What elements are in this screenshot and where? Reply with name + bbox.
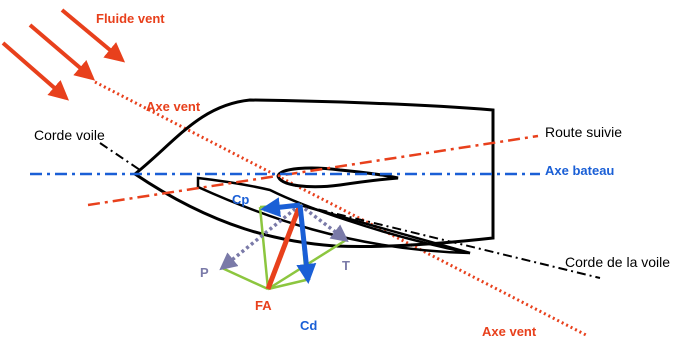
wind-arrows <box>1 8 126 101</box>
wind-arrow-3 <box>1 41 70 101</box>
sail-chord-segment <box>299 203 471 255</box>
wind-arrow-1 <box>60 8 126 63</box>
label-p: P <box>200 265 209 280</box>
p-arrow <box>219 203 302 271</box>
t-arrow <box>298 203 349 243</box>
label-fluide-vent: Fluide vent <box>96 11 165 26</box>
corde-voile-line <box>99 142 141 171</box>
cd-arrow <box>296 204 317 284</box>
hull-outline <box>132 98 495 249</box>
corde-de-la-voile-line <box>299 204 601 279</box>
label-corde-de-la-voile: Corde de la voile <box>565 254 670 270</box>
label-axe-vent-bottom: Axe vent <box>482 324 537 339</box>
label-t: T <box>342 258 350 273</box>
label-cp: Cp <box>232 192 249 207</box>
axe-vent-line <box>94 80 589 338</box>
label-route-suivie: Route suivie <box>545 124 622 140</box>
label-corde-voile: Corde voile <box>34 127 105 143</box>
wind-arrow-2 <box>28 23 96 81</box>
keel-foil <box>276 166 399 189</box>
label-axe-vent-top: Axe vent <box>146 99 201 114</box>
label-cd: Cd <box>300 318 317 333</box>
fa-arrow <box>265 204 303 290</box>
label-axe-bateau: Axe bateau <box>545 163 614 178</box>
green-p-line <box>221 266 269 291</box>
sail-shape <box>196 176 471 255</box>
route-suivie-line <box>87 134 539 207</box>
label-fa: FA <box>255 298 272 313</box>
cp-arrow <box>260 197 301 218</box>
